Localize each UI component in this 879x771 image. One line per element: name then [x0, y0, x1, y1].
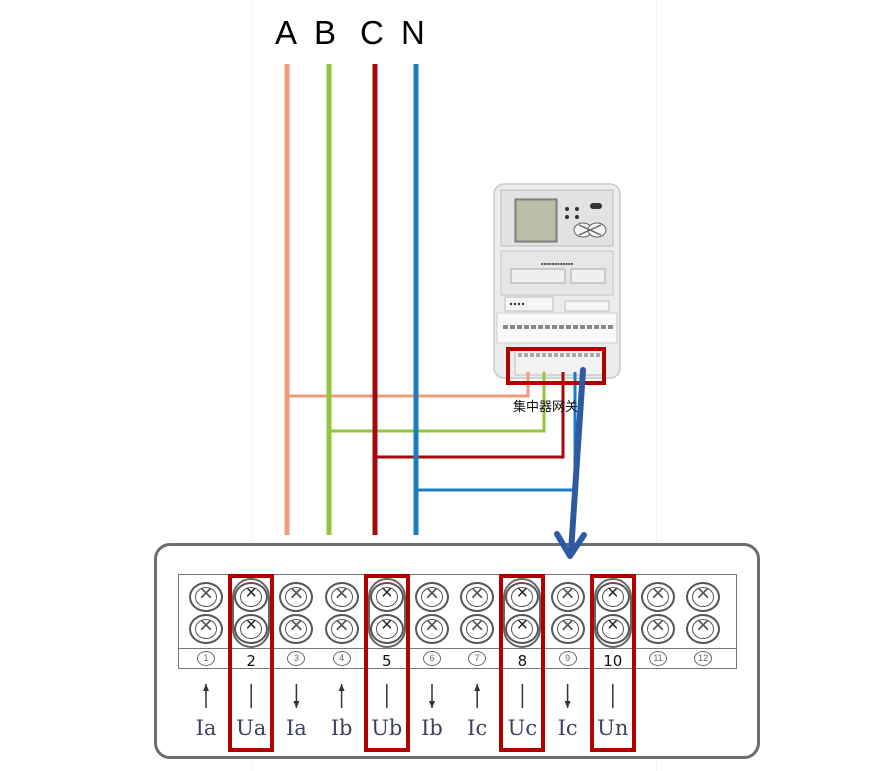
terminal-number-band	[178, 648, 737, 669]
terminal-number: 10	[603, 652, 623, 670]
screw-icon	[595, 614, 630, 644]
screw-icon	[369, 614, 404, 644]
terminal-symbol: Uc	[507, 716, 538, 740]
terminal-highlight	[363, 574, 410, 752]
screw-icon	[189, 580, 223, 612]
screw-icon	[641, 580, 675, 612]
terminal-symbol: Ib	[421, 716, 443, 740]
svg-text:▪▪▪▪▪▪▪▪▪▪▪▪: ▪▪▪▪▪▪▪▪▪▪▪▪	[541, 261, 574, 266]
screw-icon	[415, 612, 449, 644]
screw-icon	[641, 612, 675, 644]
screw-icon	[324, 612, 359, 644]
screw-icon	[234, 614, 269, 644]
terminal-number: 5	[382, 652, 392, 670]
screw-icon	[369, 582, 404, 612]
screw-icon	[234, 582, 269, 612]
phase-label-b: B	[314, 14, 337, 51]
screw-icon	[279, 580, 314, 612]
screw-icon	[505, 582, 540, 612]
terminal-symbol: Un	[597, 716, 629, 740]
gateway-feed-c	[375, 372, 565, 459]
terminal-number: 11	[649, 651, 667, 666]
terminal-symbol: Ub	[371, 716, 403, 740]
terminal-symbol: Ua	[236, 716, 267, 740]
terminal-number: 7	[468, 651, 487, 666]
terminal-symbol: Ib	[330, 716, 353, 740]
terminal-number: 4	[332, 651, 351, 666]
terminal-symbol: Ia	[195, 716, 217, 740]
screw-icon	[415, 580, 449, 612]
concentrator-gateway-device: ▪▪▪▪▪▪▪▪▪▪▪▪	[493, 183, 621, 379]
screw-icon	[550, 580, 585, 612]
terminal-number: 2	[246, 652, 256, 670]
gateway-feed-b	[329, 372, 546, 433]
screw-icon	[550, 612, 585, 644]
page-background	[252, 0, 657, 771]
screw-icon	[460, 580, 495, 612]
screw-icon	[686, 580, 721, 612]
gateway-feed-a	[287, 372, 530, 398]
terminal-number: 12	[694, 651, 713, 666]
terminal-symbol: Ic	[557, 716, 578, 740]
terminal-number: 6	[423, 651, 441, 666]
screw-icon	[324, 580, 359, 612]
terminal-number: 3	[287, 651, 306, 666]
voltage-link-oval	[503, 578, 542, 648]
screw-icon	[595, 582, 630, 612]
terminal-symbol: Ia	[285, 716, 307, 740]
phase-label-c: C	[360, 14, 384, 51]
screw-icon	[189, 612, 223, 644]
voltage-link-oval	[232, 578, 271, 648]
gateway-label: 集中器网关	[513, 400, 579, 415]
terminal-number: 1	[197, 651, 215, 666]
voltage-link-oval	[367, 578, 406, 648]
voltage-link-oval	[593, 578, 632, 648]
screw-icon	[505, 614, 540, 644]
phase-label-n: N	[401, 14, 425, 51]
terminal-number: 9	[558, 651, 577, 666]
phase-label-a: A	[275, 14, 298, 51]
screw-icon	[686, 612, 721, 644]
terminal-number: 8	[517, 652, 528, 670]
terminal-highlight	[228, 574, 275, 752]
screw-icon	[460, 612, 495, 644]
terminal-symbol: Ic	[467, 716, 488, 740]
terminal-highlight	[589, 574, 636, 752]
terminal-highlight	[499, 574, 546, 752]
screw-icon	[279, 612, 314, 644]
gateway-terminal-highlight	[506, 347, 606, 385]
